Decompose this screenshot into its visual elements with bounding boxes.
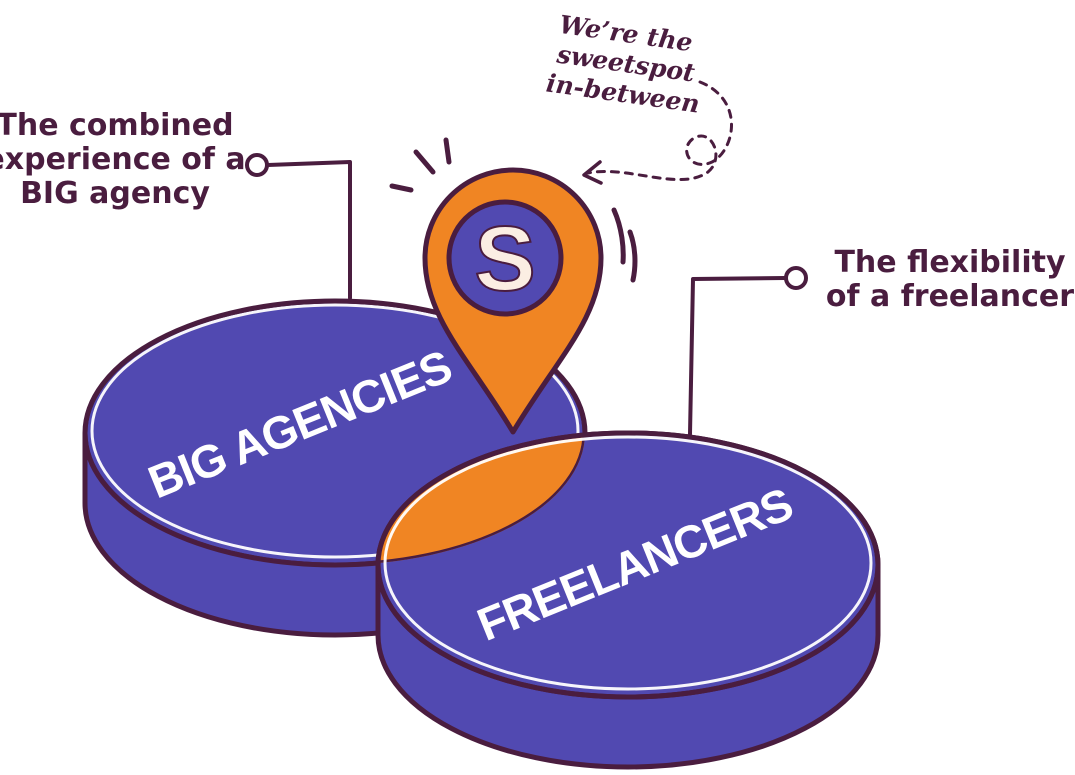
left-label-line-3: BIG agency [20,176,210,211]
right-label-line-2: of a freelancer [826,279,1074,314]
sweetspot-overlap [378,433,585,565]
handwritten-note: We’re the sweetspot in-between [544,10,701,119]
dashed-arrow-head [582,160,603,185]
right-label-line-1: The flexibility [834,245,1065,280]
dashed-arrow [586,80,733,181]
pin-letter: S [474,208,535,310]
left-callout-connector [245,153,352,300]
left-label-line-2: experience of a [0,142,246,177]
left-label-line-1: The combined [0,108,234,143]
right-callout-label: The flexibility of a freelancer [826,245,1074,314]
sweetspot-pin: S [422,167,604,435]
freelancers-disc: FREELANCERS [85,301,881,770]
right-callout-connector [688,266,808,436]
left-callout-label: The combined experience of a BIG agency [0,108,246,211]
pin-badge [446,199,564,317]
pin-burst-lines [389,137,638,283]
